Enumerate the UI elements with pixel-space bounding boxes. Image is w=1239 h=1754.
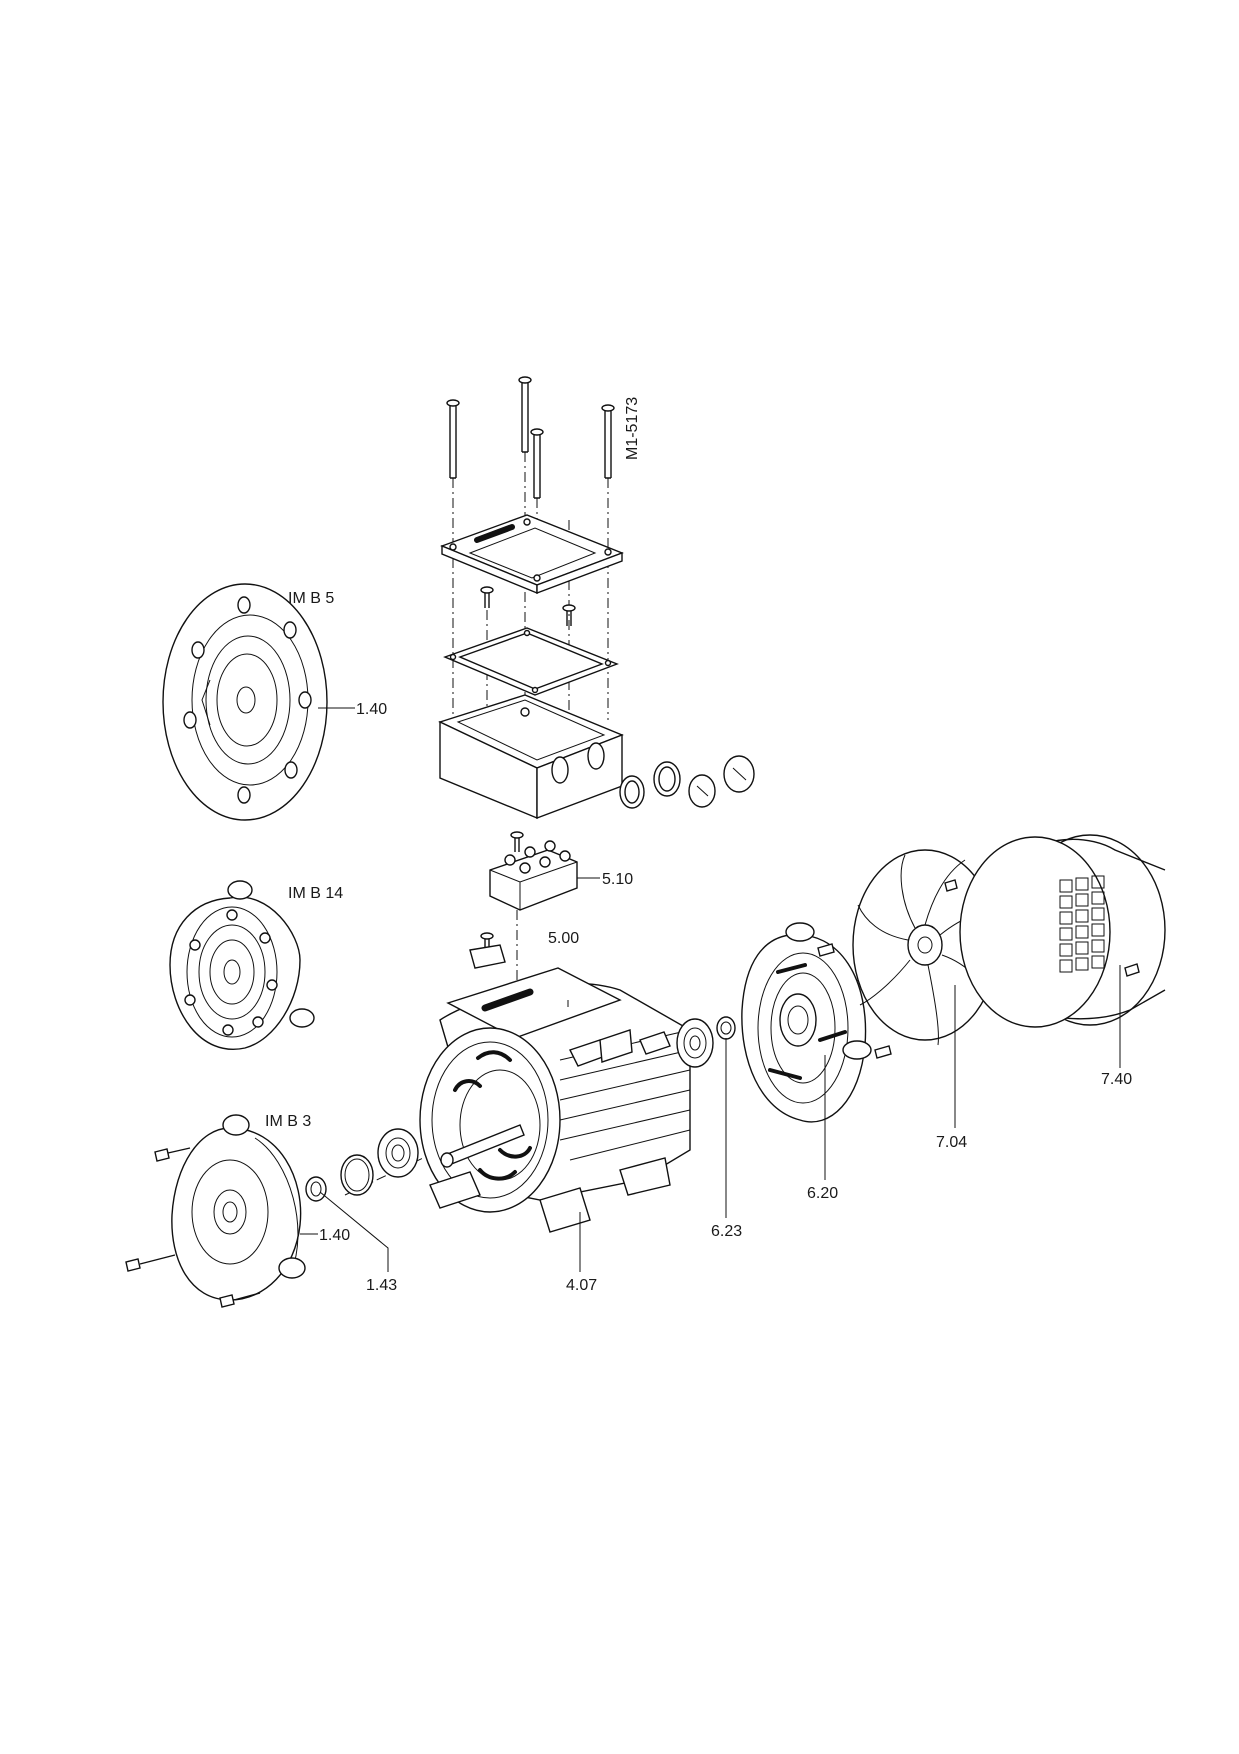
drawing-code-label: M1-5173 <box>624 397 641 460</box>
part-label-terminal-box: 5.00 <box>548 930 579 947</box>
fan-cover <box>944 834 1166 1028</box>
seal-rings-and-bearing-de <box>305 1128 419 1202</box>
part-label-seal-ring: 1.43 <box>366 1277 397 1294</box>
flange-im-b14 <box>169 880 315 1051</box>
part-label-wave-washer: 6.23 <box>711 1223 742 1240</box>
leader-lines <box>300 707 1121 1272</box>
terminal-block <box>489 831 600 911</box>
terminal-box-lid <box>440 514 624 595</box>
mount-label-im-b5: IM B 5 <box>288 590 334 607</box>
motor-frame <box>419 967 691 1233</box>
terminal-box-small-screws <box>480 586 576 626</box>
part-label-flange-b5: 1.40 <box>356 701 387 718</box>
terminal-box-screws <box>446 376 615 499</box>
fan-cover-grille <box>1059 875 1105 973</box>
cable-gland-parts <box>619 755 755 809</box>
mount-label-im-b3: IM B 3 <box>265 1113 311 1130</box>
part-label-fan-cover: 7.40 <box>1101 1071 1132 1088</box>
part-label-frame: 4.07 <box>566 1277 597 1294</box>
wave-washer <box>716 1016 736 1040</box>
bearing-nde <box>676 1018 714 1068</box>
part-label-terminal-block: 5.10 <box>602 871 633 888</box>
endshield-nde <box>741 922 892 1123</box>
terminal-box-gasket <box>443 627 619 696</box>
earth-clamp <box>469 932 506 969</box>
mount-label-im-b14: IM B 14 <box>288 885 343 902</box>
part-label-endshield-de: 1.40 <box>319 1227 350 1244</box>
endshield-im-b3 <box>125 1114 306 1308</box>
part-label-endshield-nde: 6.20 <box>807 1185 838 1202</box>
part-label-fan: 7.04 <box>936 1134 967 1151</box>
flange-im-b5 <box>162 583 328 821</box>
terminal-box-housing <box>438 694 624 820</box>
